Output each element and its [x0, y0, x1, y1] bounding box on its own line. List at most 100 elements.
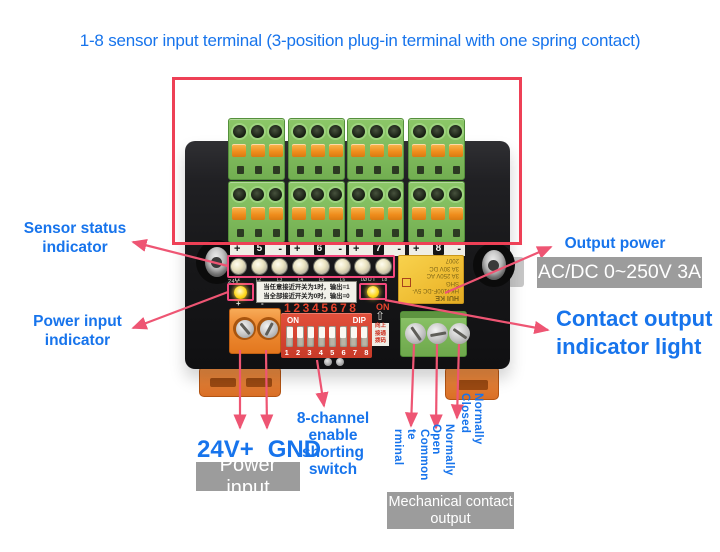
relay-marking-line: HUI KE: [435, 294, 459, 301]
relay-marking-line: 3A 30V DC: [429, 265, 459, 271]
dip-slider-knob: [307, 327, 314, 338]
spring-lever-icon: [449, 144, 463, 157]
dip-slider: [318, 326, 326, 347]
sensor-led-row: [229, 257, 393, 276]
up-marking-text: 接通: [374, 330, 386, 337]
dip-slider: [307, 326, 315, 347]
terminal-slot: [273, 166, 280, 174]
sensor-led: [250, 258, 268, 275]
channel-number: 6: [313, 243, 326, 255]
dip-slider: [328, 326, 336, 347]
din-clip-left: [199, 366, 281, 397]
up-marking-box: 向上接通拨码: [372, 323, 389, 346]
spring-lever-icon: [232, 144, 246, 157]
terminal-slot: [453, 166, 460, 174]
terminal-hole: [447, 186, 464, 203]
spring-lever-icon: [412, 207, 426, 220]
minus-sign: -: [278, 243, 282, 255]
dip-slider: [350, 326, 358, 347]
terminal-slot: [237, 166, 244, 174]
dip-slider-knob: [340, 327, 346, 338]
terminal-hole: [350, 123, 367, 140]
sensor-led: [292, 258, 310, 275]
input-terminal-block: [228, 118, 285, 180]
input-terminal-block: [408, 181, 465, 243]
relay-marking-line: 2007: [445, 257, 459, 264]
terminal-slot: [374, 166, 381, 174]
spring-lever-icon: [388, 207, 402, 220]
input-terminal-block: [347, 181, 404, 243]
terminal-slot: [453, 229, 460, 237]
dip-number: 4: [318, 348, 323, 357]
dip-slider-knob: [297, 327, 304, 338]
terminal-hole: [267, 123, 284, 140]
terminal-slot: [237, 229, 244, 237]
out-led-label: OUT: [363, 277, 377, 283]
sensor-led: [230, 258, 247, 275]
spring-lever-icon: [269, 207, 283, 220]
spring-lever-icon: [430, 207, 445, 220]
led-label: L2: [255, 277, 262, 283]
spring-lever-icon: [329, 207, 343, 220]
spring-lever-icon: [292, 144, 306, 157]
led-label: L6: [339, 277, 346, 283]
spring-lever-icon: [449, 207, 463, 220]
power-screw: [259, 319, 278, 338]
relay-marking-line: HK4100F-DC 5V-SHG: [412, 280, 459, 294]
terminal-slot: [297, 229, 304, 237]
terminal-hole: [309, 186, 326, 203]
mounting-hole-left: [205, 247, 229, 277]
led-label: L1: [234, 277, 241, 283]
contact-output-label: Contact output indicator light: [556, 306, 713, 359]
spring-lever-icon: [369, 207, 384, 220]
pcb-number: 7: [339, 301, 347, 315]
channel-strip-segment: +6-: [290, 242, 346, 256]
spring-lever-icon: [369, 144, 384, 157]
terminal-hole: [411, 123, 428, 140]
terminal-slot: [315, 166, 322, 174]
dip-number: 3: [307, 348, 312, 357]
channel-strip-segment: +7-: [349, 242, 405, 256]
terminal-hole: [291, 123, 308, 140]
power-wiring-label: 24V+ GND: [197, 436, 321, 464]
dip-number: 5: [330, 348, 335, 357]
logic-instruction-box: 当任意接近开关为1时，输出=1 当全部接近开关为0时，输出=0: [256, 281, 357, 303]
pcb-number: 4: [311, 301, 319, 315]
spring-lever-icon: [232, 207, 246, 220]
channel-number: 5: [253, 243, 266, 255]
din-clip-slot: [210, 378, 236, 387]
led-label: L8: [381, 277, 388, 283]
sensor-led: [354, 258, 372, 275]
sensor-led: [271, 258, 289, 275]
channel-number: 7: [372, 243, 385, 255]
dip-slider-knob: [286, 327, 293, 338]
spring-lever-icon: [412, 144, 426, 157]
dip-slider-knob: [318, 327, 325, 338]
plus-sign: +: [294, 243, 301, 255]
spring-lever-icon: [310, 207, 325, 220]
output-led-box: [359, 283, 387, 300]
dip-slider: [296, 326, 304, 347]
sensor-led: [333, 258, 351, 275]
pcb-number: 6: [330, 301, 338, 315]
terminal-hole: [291, 186, 308, 203]
dip-number: 6: [341, 348, 346, 357]
instruction-line: 当全部接近开关为0时，输出=0: [263, 293, 350, 300]
terminal-hole: [368, 123, 385, 140]
sensor-led: [312, 258, 330, 275]
terminal-slot: [392, 166, 399, 174]
terminal-slot: [356, 166, 363, 174]
terminal-slot: [333, 166, 340, 174]
sensor-led: [374, 258, 392, 275]
power-led-label: 24V: [228, 279, 240, 285]
relay-marking-line: 3A 250V AC: [426, 272, 459, 279]
board-screw: [336, 358, 344, 366]
instruction-line: 当任意接近开关为1时，输出=1: [263, 284, 350, 291]
power-led-box: [227, 283, 254, 301]
power-screw: [235, 319, 254, 338]
